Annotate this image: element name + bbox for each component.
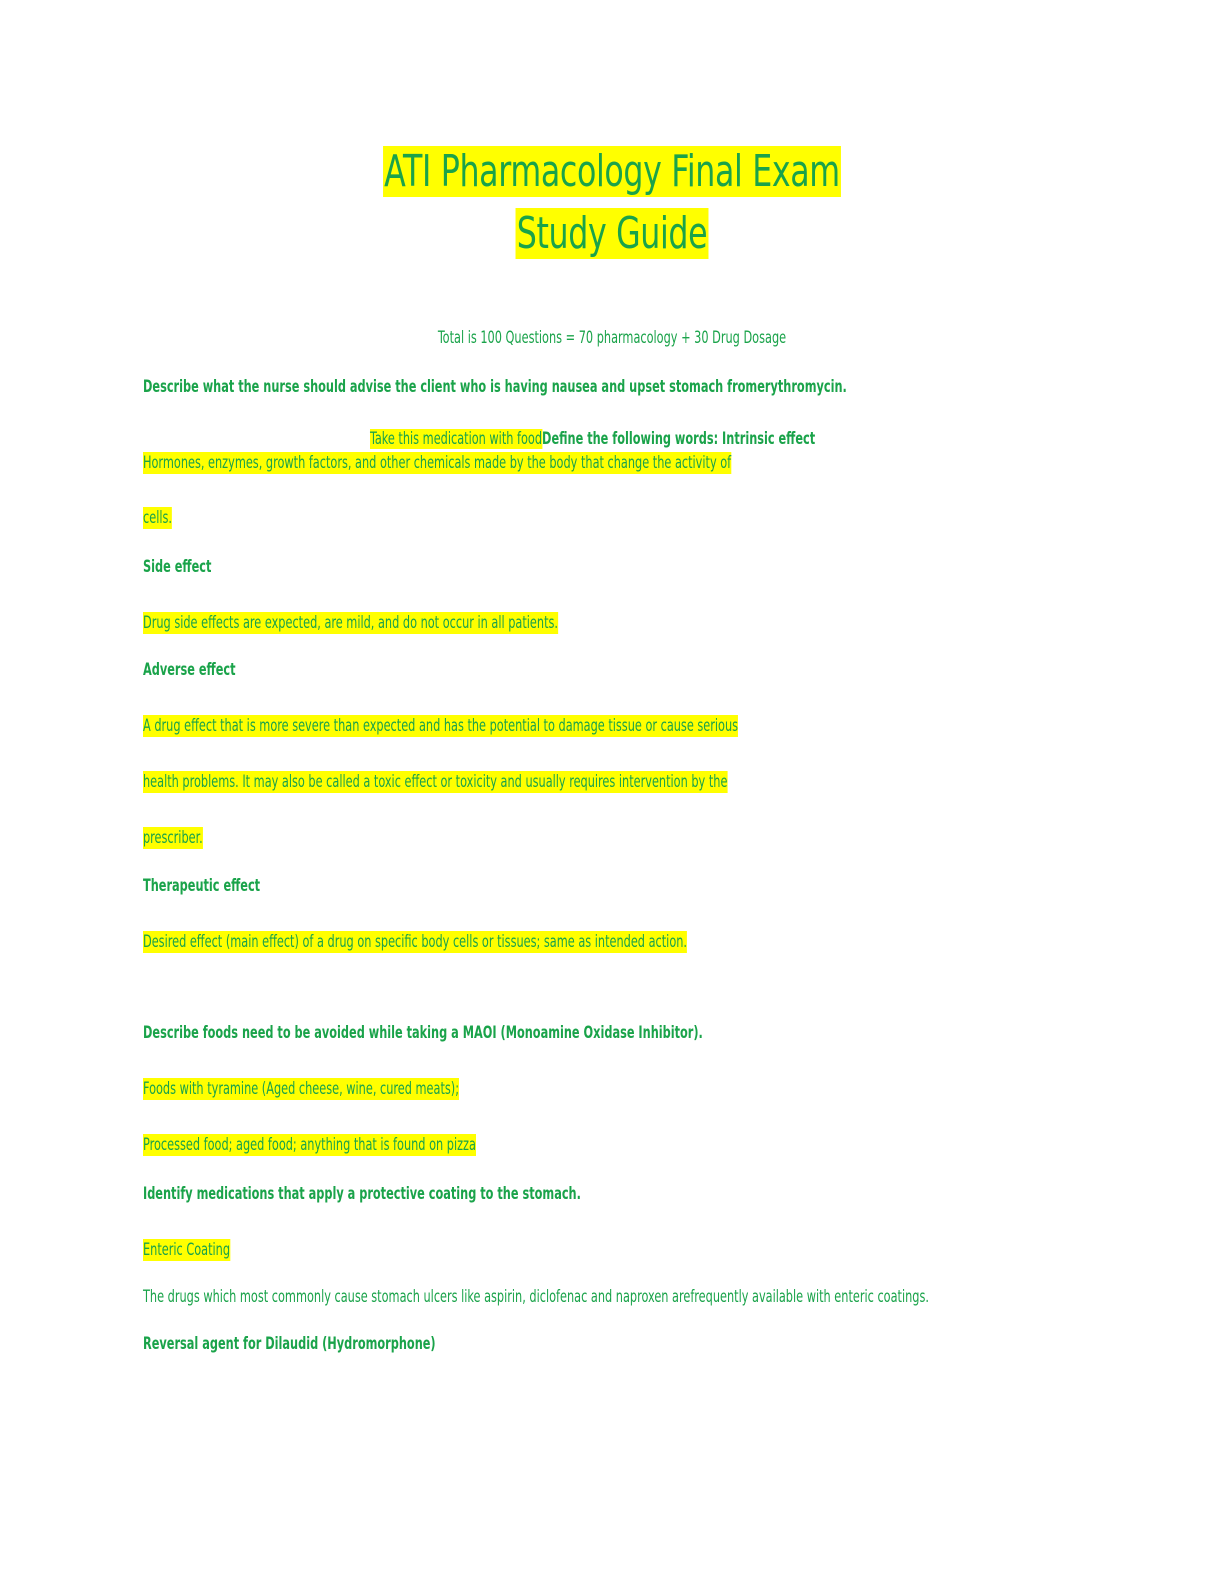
answer-and-question-row: Take this medication with foodDefine the… [370, 427, 815, 451]
answer-erythromycin: Take this medication with food [370, 429, 543, 449]
adverse-effect-definition-3: prescriber. [143, 827, 203, 849]
intrinsic-effect-definition-1: Hormones, enzymes, growth factors, and o… [143, 452, 732, 474]
question-dilaudid-reversal: Reversal agent for Dilaudid (Hydromorpho… [143, 1334, 436, 1354]
question-erythromycin: Describe what the nurse should advise th… [143, 377, 847, 397]
title-text-2: Study Guide [515, 208, 709, 259]
question-maoi-foods: Describe foods need to be avoided while … [143, 1023, 703, 1043]
title-line-2: Study Guide [171, 204, 1052, 264]
term-adverse-effect: Adverse effect [143, 660, 236, 680]
title-line-1: ATI Pharmacology Final Exam [171, 142, 1052, 202]
intrinsic-effect-definition-2: cells. [143, 507, 172, 529]
answer-maoi-foods-2: Processed food; aged food; anything that… [143, 1134, 476, 1156]
term-side-effect: Side effect [143, 557, 212, 577]
adverse-effect-definition-1: A drug effect that is more severe than e… [143, 715, 739, 737]
answer-maoi-foods-1: Foods with tyramine (Aged cheese, wine, … [143, 1078, 460, 1100]
side-effect-definition: Drug side effects are expected, are mild… [143, 612, 559, 634]
answer-protective-coating: Enteric Coating [143, 1239, 231, 1261]
therapeutic-effect-definition: Desired effect (main effect) of a drug o… [143, 931, 688, 953]
enteric-coating-note: The drugs which most commonly cause stom… [143, 1287, 929, 1307]
exam-summary: Total is 100 Questions = 70 pharmacology… [437, 328, 787, 348]
title-text-1: ATI Pharmacology Final Exam [382, 146, 842, 197]
term-therapeutic-effect: Therapeutic effect [143, 876, 261, 896]
adverse-effect-definition-2: health problems. It may also be called a… [143, 771, 728, 793]
question-protective-coating: Identify medications that apply a protec… [143, 1184, 581, 1204]
question-define-terms: Define the following words: Intrinsic ef… [542, 429, 816, 449]
